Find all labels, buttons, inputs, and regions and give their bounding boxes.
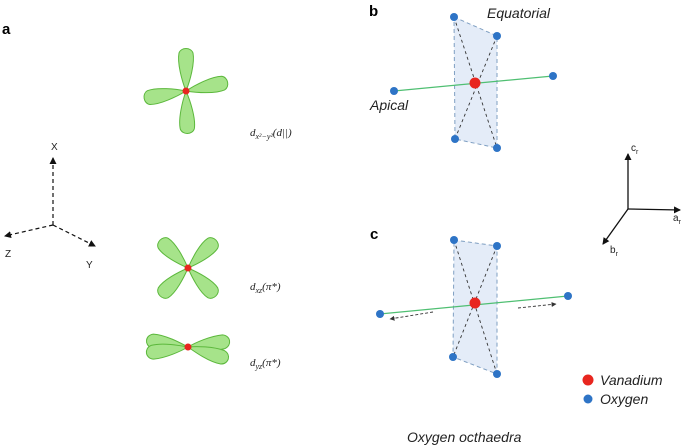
oxygen-atom-apical: [390, 87, 398, 95]
a-axis-label: ar: [673, 213, 682, 226]
orbital-label-dx2y2: dx²−y²(d||): [250, 127, 292, 141]
z-axis-arrow: [4, 224, 54, 239]
oxygen-atom-apical: [549, 72, 557, 80]
vanadium-atom: [469, 297, 481, 309]
lattice-axes: cr ar br: [602, 143, 682, 258]
oxygen-atom-apical: [376, 310, 384, 318]
z-axis-label: Z: [5, 249, 11, 260]
b-axis-arrow: [602, 208, 629, 245]
legend: Vanadium Oxygen: [582, 372, 663, 407]
oxygen-atom: [493, 370, 501, 378]
displacement-arrow-left: [389, 311, 434, 321]
apical-label: Apical: [369, 97, 409, 113]
legend-swatch-oxygen: [583, 394, 593, 404]
oxygen-atom: [493, 32, 501, 40]
vanadium-atom: [469, 77, 481, 89]
oxygen-atom-apical: [564, 292, 572, 300]
c-axis-label: cr: [631, 143, 639, 156]
oxygen-atom: [451, 135, 459, 143]
vanadium-atom: [184, 264, 192, 272]
displacement-arrow-right: [517, 301, 557, 309]
vanadium-atom: [184, 343, 192, 351]
y-axis-arrow: [52, 224, 96, 247]
octahedron-b: [390, 13, 557, 152]
oxygen-atom: [493, 144, 501, 152]
oxygen-atom: [493, 242, 501, 250]
legend-label-vanadium: Vanadium: [600, 372, 663, 388]
a-axis-arrow: [627, 206, 681, 214]
legend-swatch-vanadium: [582, 374, 594, 386]
orbital-dyz: [145, 333, 231, 365]
octahedron-c: [376, 236, 572, 378]
oxygen-atom: [450, 236, 458, 244]
xyz-axes: X Z Y: [4, 142, 96, 271]
equatorial-label: Equatorial: [487, 5, 551, 21]
caption: Oxygen octhaedra: [407, 429, 522, 445]
orbital-dx2y2: [143, 48, 229, 134]
panel-label-c: c: [370, 226, 378, 243]
oxygen-atom: [449, 353, 457, 361]
b-axis-label: br: [610, 245, 619, 258]
vanadium-atom: [182, 87, 190, 95]
orbital-dxz: [157, 237, 219, 299]
panel-label-a: a: [2, 21, 11, 38]
panel-label-b: b: [369, 3, 378, 20]
orbital-label-dyz: dyz(π*): [250, 357, 281, 371]
legend-label-oxygen: Oxygen: [600, 391, 648, 407]
oxygen-atom: [450, 13, 458, 21]
x-axis-label: X: [51, 142, 58, 153]
y-axis-label: Y: [86, 260, 93, 271]
orbital-label-dxz: dxz(π*): [250, 281, 281, 295]
